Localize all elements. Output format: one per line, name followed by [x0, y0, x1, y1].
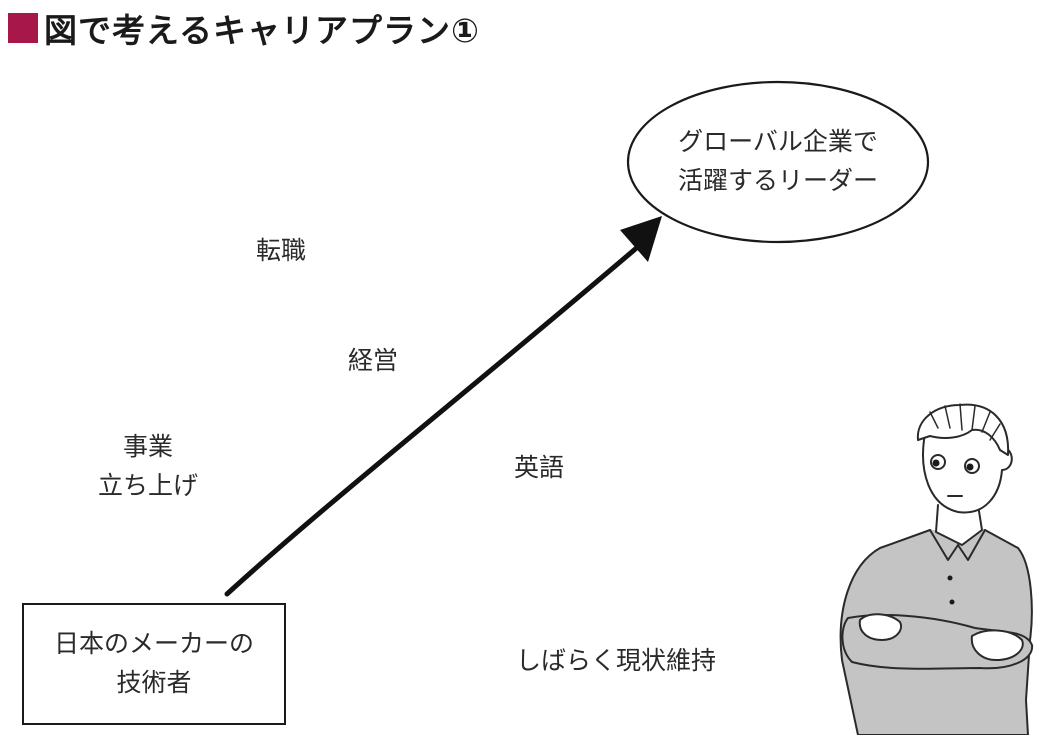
- person-left-hand: [858, 613, 902, 641]
- person-right-hand: [970, 629, 1024, 661]
- goal-ellipse: [626, 80, 930, 244]
- option-new-business: 事業 立ち上げ: [98, 428, 198, 506]
- goal-line-1: グローバル企業で: [678, 127, 878, 157]
- option-new-business-line-2: 立ち上げ: [98, 470, 199, 500]
- option-status-quo: しばらく現状維持: [516, 646, 717, 675]
- start-line-1: 日本のメーカーの: [53, 629, 254, 659]
- arrowhead-icon: [620, 216, 662, 262]
- option-management: 経営: [348, 346, 399, 375]
- start-box: 日本のメーカーの 技術者: [22, 603, 286, 725]
- person-hair: [916, 403, 1010, 456]
- goal-line-2: 活躍するリーダー: [677, 166, 878, 195]
- option-career-change: 転職: [256, 236, 307, 265]
- diagram-title-text: 図で考えるキャリアプラン①: [44, 11, 480, 50]
- person-illustration: [839, 403, 1034, 735]
- person-neck: [935, 504, 983, 546]
- option-english: 英語: [514, 453, 565, 482]
- start-line-2: 技術者: [116, 668, 192, 697]
- career-path-arrow: [224, 242, 643, 597]
- option-new-business-line-1: 事業: [123, 432, 174, 461]
- diagram-title: 図で考えるキャリアプラン①: [8, 6, 480, 50]
- title-marker-square: [8, 13, 38, 43]
- goal-label: グローバル企業で 活躍するリーダー: [628, 82, 928, 242]
